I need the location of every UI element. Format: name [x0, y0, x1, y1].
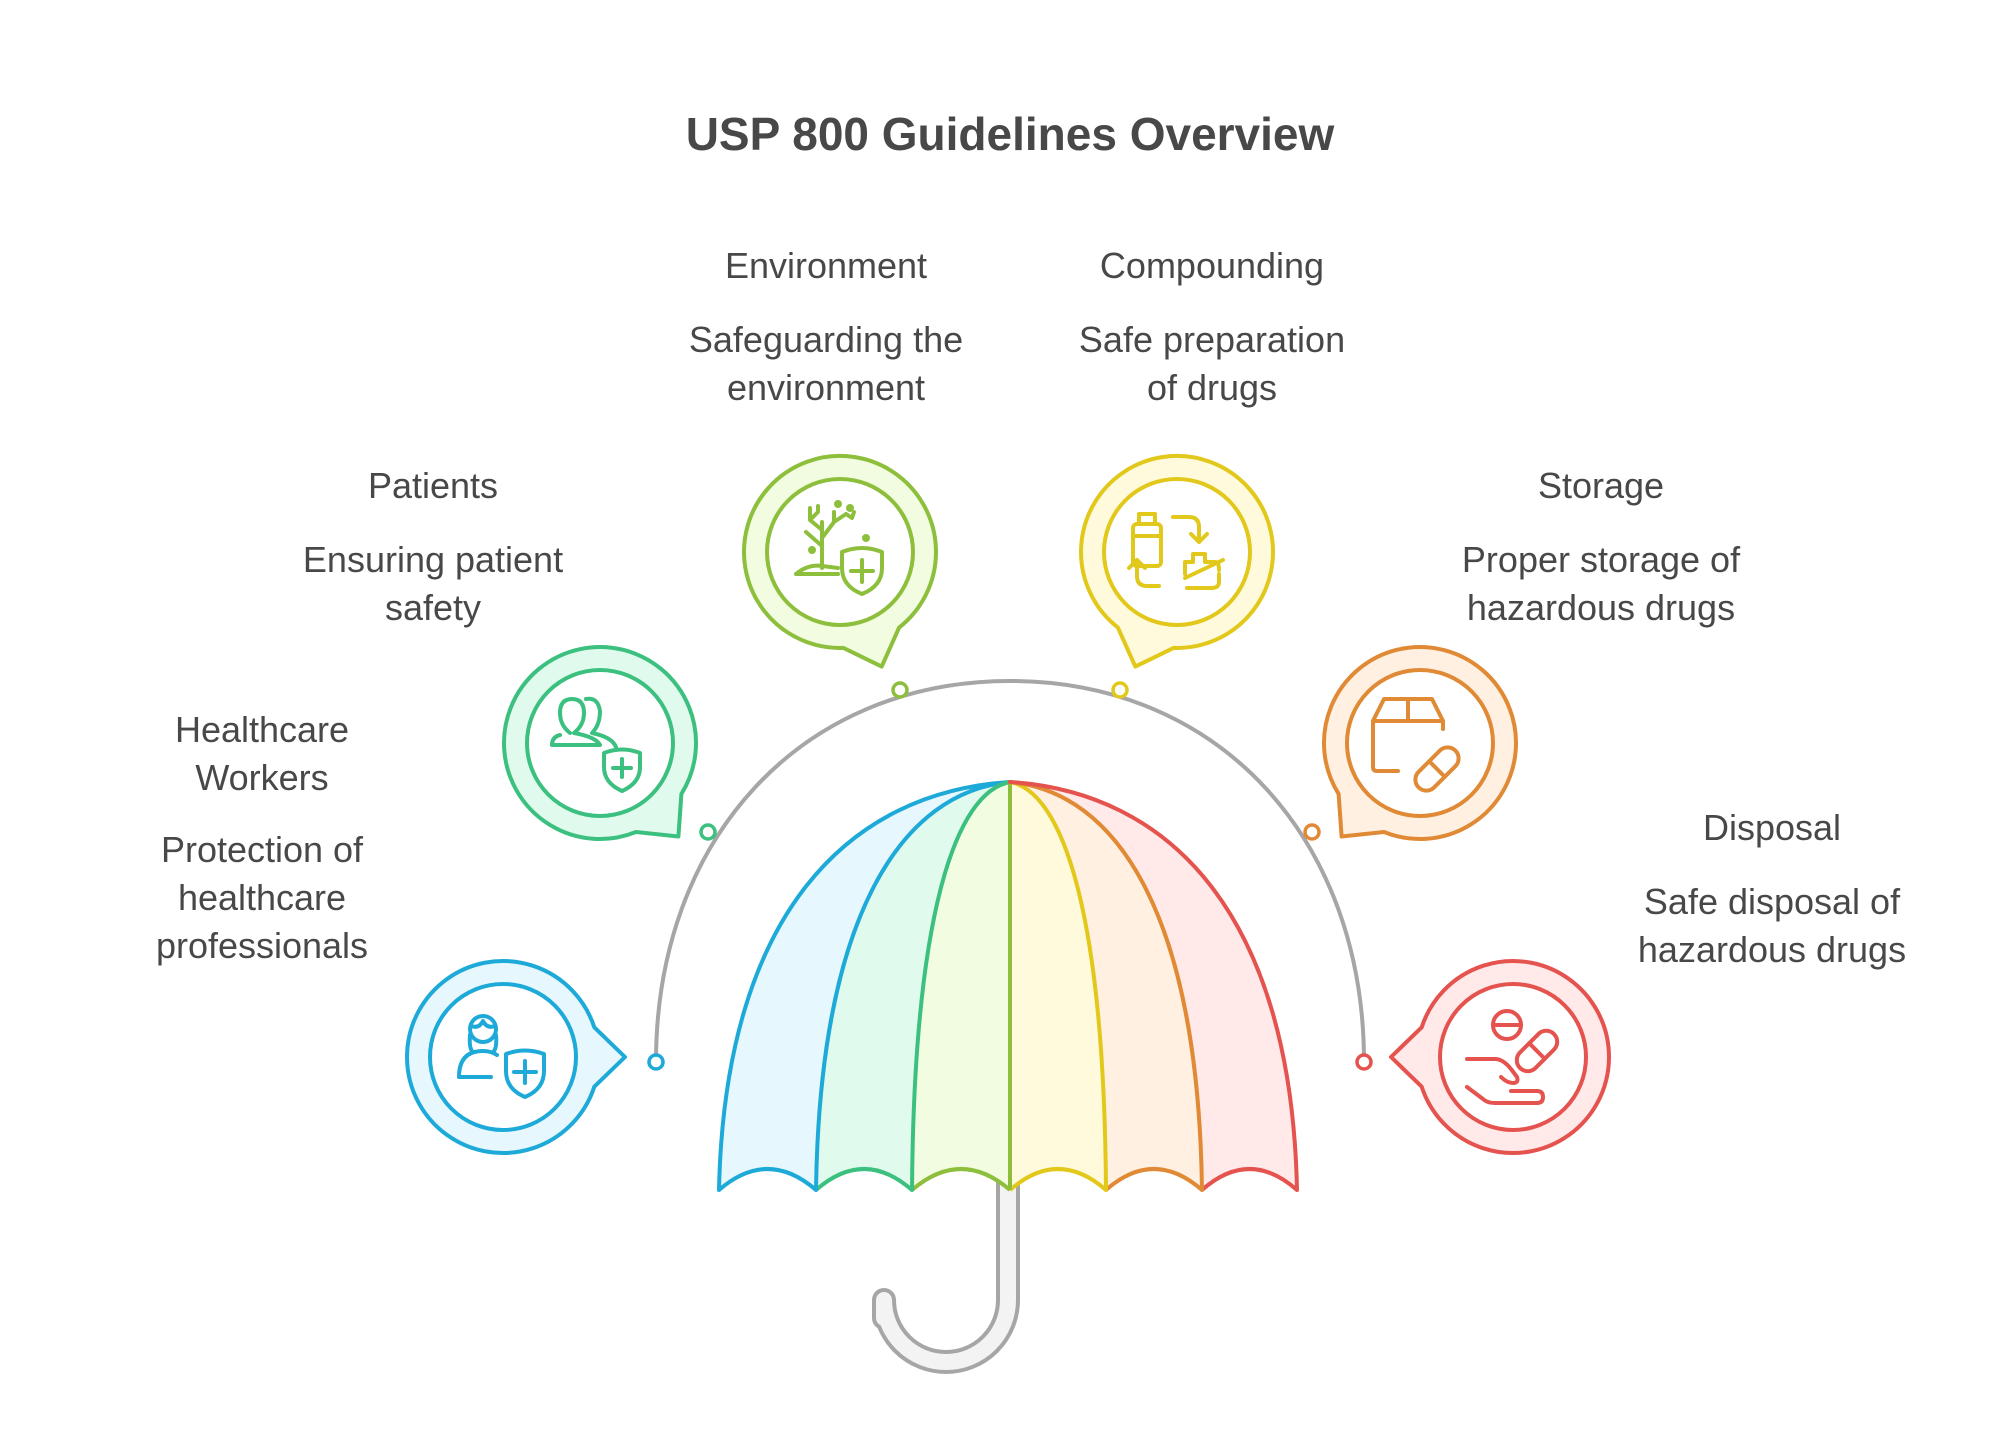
canopy-edge-patients [814, 1167, 914, 1192]
label-desc-line: Safe preparation [1079, 319, 1345, 360]
connector-dot-compounding [1111, 681, 1129, 699]
canopy-rib [910, 780, 1012, 1192]
canopy-rib [717, 780, 1012, 1192]
bubble-disposal [1389, 959, 1611, 1155]
tree-shield-icon [794, 500, 884, 596]
label-desc-line: Proper storage of [1462, 539, 1741, 580]
label-title-line: Environment [725, 245, 927, 286]
hand-pills-icon [1465, 1009, 1560, 1105]
label-desc-line: professionals [156, 925, 368, 966]
label-desc-line: healthcare [178, 877, 346, 918]
canopy-panel-compounding [1010, 782, 1106, 1190]
connector-dot-healthcare-workers [647, 1053, 665, 1071]
label-desc-line: Safe disposal of [1644, 881, 1901, 922]
canopy-edge-compounding [1008, 1167, 1108, 1192]
label-title-line: Healthcare [175, 709, 349, 750]
bubble-patients [502, 645, 698, 841]
label-desc-line: Protection of [161, 829, 364, 870]
bottle-exchange-icon [1127, 512, 1225, 590]
bubble-compounding [1079, 454, 1276, 669]
label-desc-line: Ensuring patient [303, 539, 563, 580]
canopy-edge-disposal [1200, 1167, 1299, 1192]
label-desc-line: hazardous drugs [1467, 587, 1735, 628]
canopy-panel-healthcare-workers [719, 782, 1010, 1190]
label-desc-line: safety [385, 587, 481, 628]
label-desc-line: of drugs [1147, 367, 1277, 408]
bubble-inner-circle [1345, 668, 1495, 818]
diagram-title: USP 800 Guidelines Overview [686, 108, 1335, 160]
canopy-panel-storage [1010, 782, 1202, 1190]
bubble-inner-circle [1438, 982, 1588, 1132]
bubble-inner-circle [1102, 477, 1252, 627]
connector-dot-patients [699, 823, 717, 841]
canopy-panel-patients [816, 782, 1010, 1190]
umbrella-handle [872, 1018, 1020, 1374]
bubble-storage [1322, 645, 1518, 841]
connector-arc [654, 678, 1366, 1063]
label-title-line: Patients [368, 465, 498, 506]
bubble-healthcare-workers [405, 959, 627, 1155]
label-title-line: Compounding [1100, 245, 1324, 286]
canopy-rib [1008, 780, 1204, 1192]
label-desc-line: hazardous drugs [1638, 929, 1906, 970]
canopy-panel-disposal [1010, 782, 1297, 1190]
canopy-edge-environment [910, 1167, 1012, 1192]
connector-dot-disposal [1355, 1053, 1373, 1071]
canopy-rib [1008, 780, 1108, 1192]
canopy-panel-environment [912, 782, 1010, 1190]
canopy-rib [814, 780, 1012, 1192]
label-title-line: Workers [195, 757, 328, 798]
canopy-edge-healthcare-workers [717, 1167, 818, 1192]
patients-shield-icon [550, 696, 642, 793]
label-title-line: Disposal [1703, 807, 1841, 848]
box-pill-icon [1371, 697, 1461, 793]
connector-dot-storage [1303, 823, 1321, 841]
bubble-environment [741, 454, 938, 669]
label-desc-line: Safeguarding the [689, 319, 963, 360]
label-title-line: Storage [1538, 465, 1664, 506]
topic-bubbles [405, 454, 1611, 1155]
healthcare-worker-shield-icon [457, 1014, 546, 1099]
bubble-inner-circle [428, 982, 578, 1132]
connector-dot-environment [891, 681, 909, 699]
canopy-rib [1008, 780, 1299, 1192]
umbrella-canopy [717, 780, 1299, 1192]
canopy-edge-storage [1104, 1167, 1204, 1192]
label-desc-line: environment [727, 367, 925, 408]
